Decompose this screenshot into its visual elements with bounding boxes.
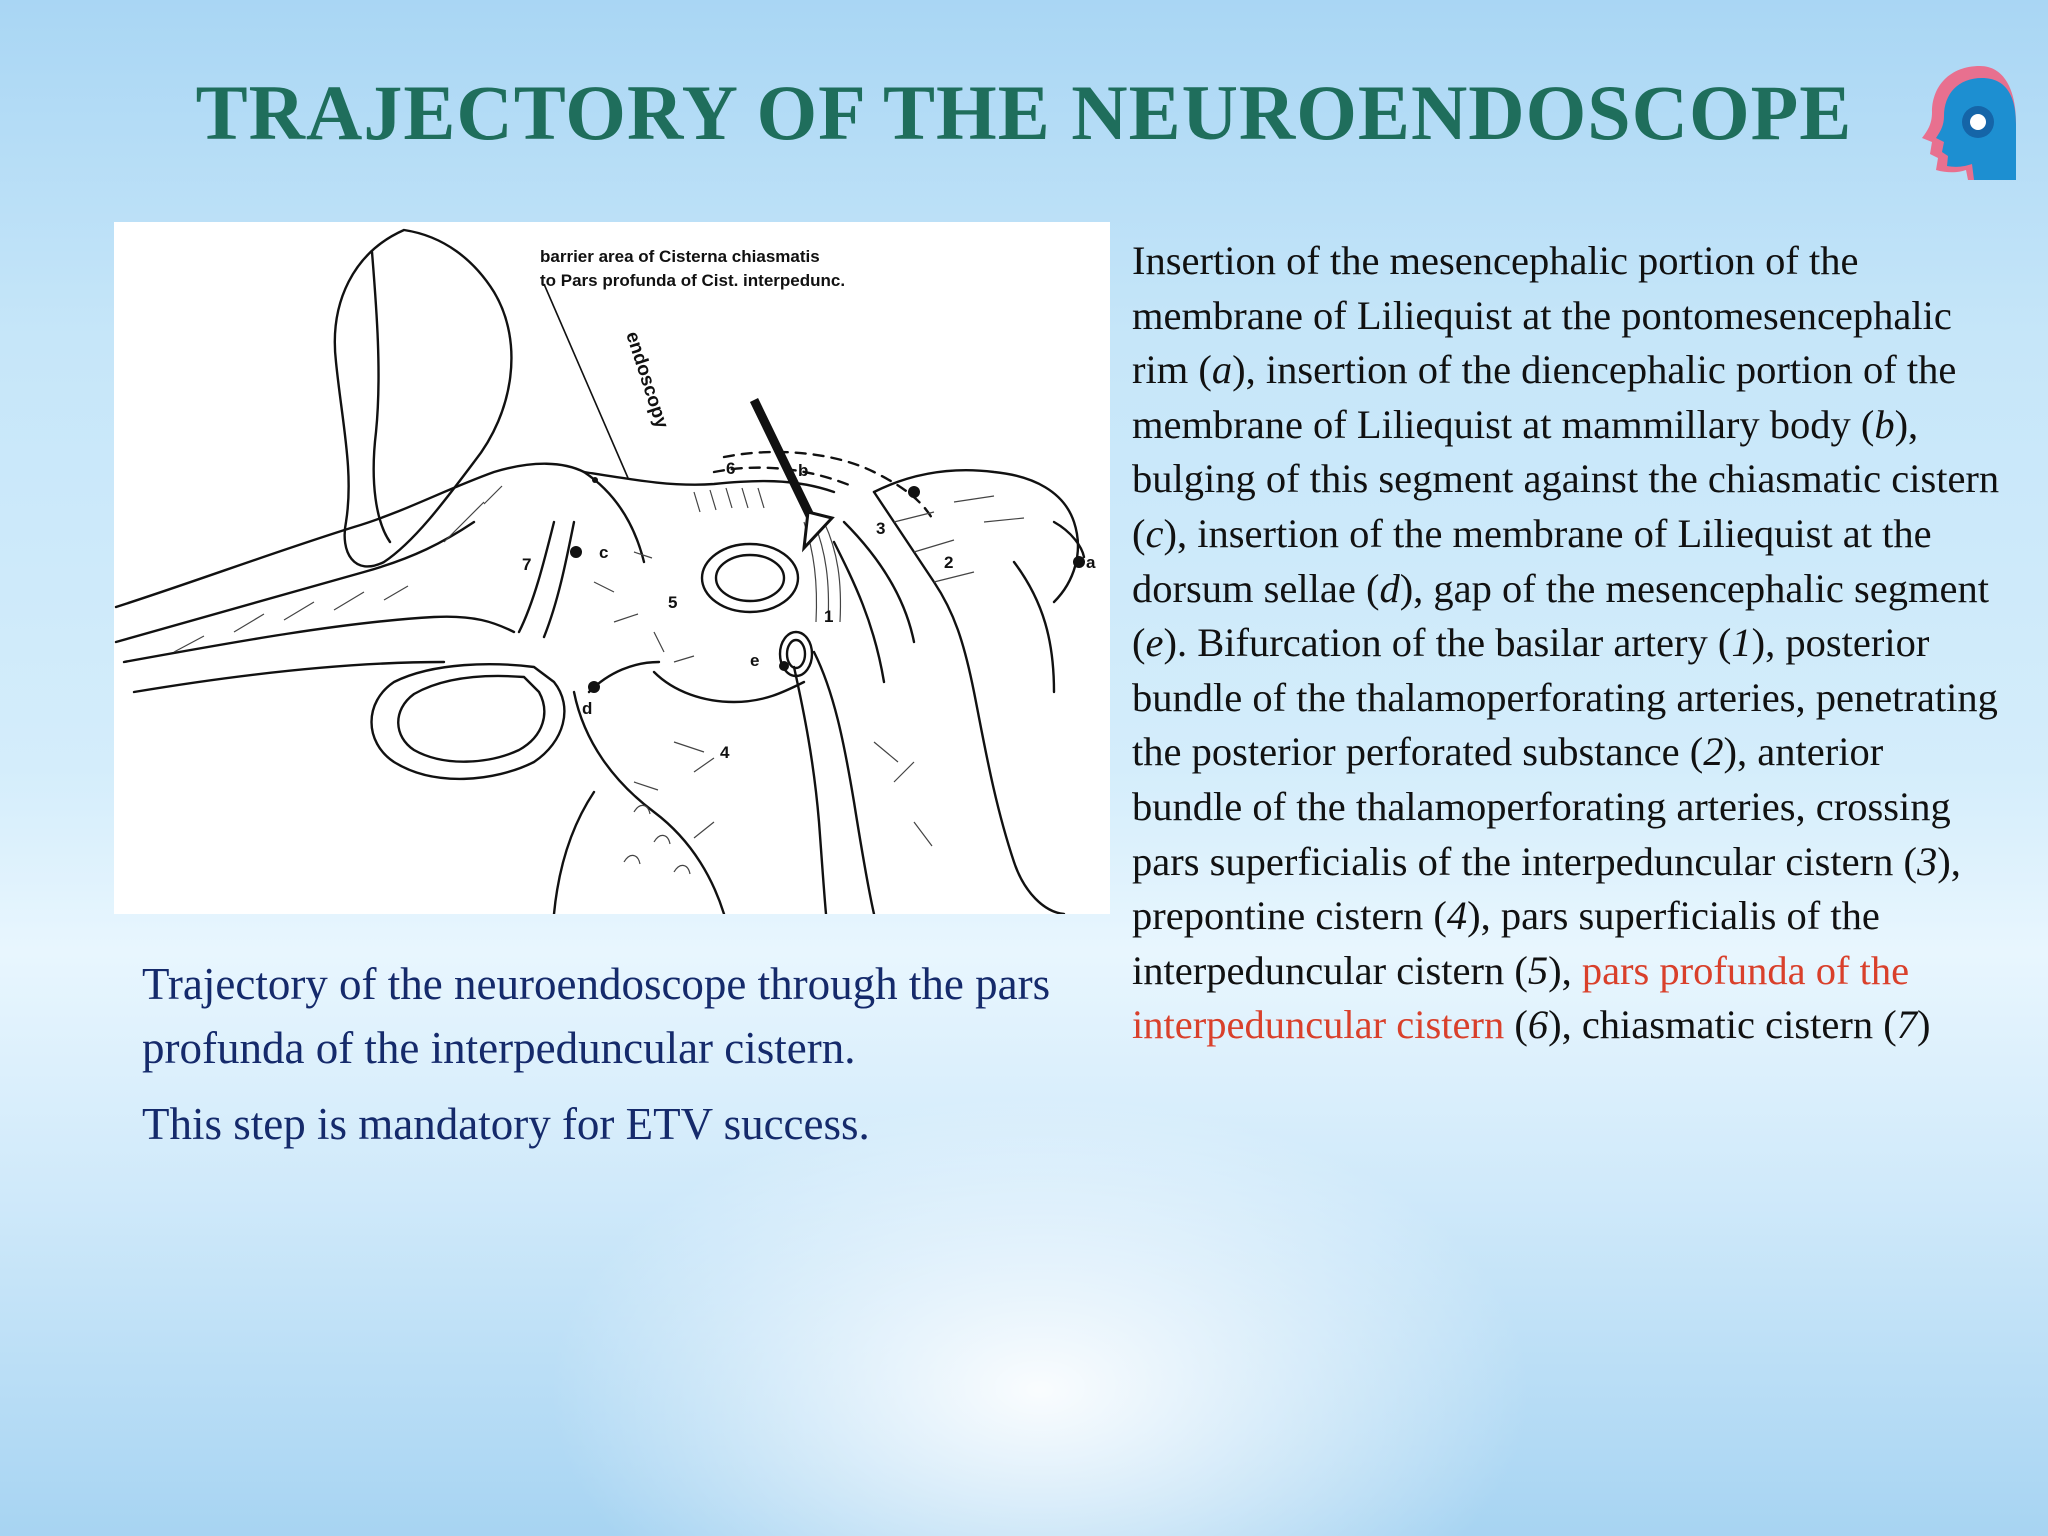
basilar-artery-outline: [812, 650, 876, 914]
marker-4: 4: [720, 743, 730, 762]
marker-6: 6: [726, 459, 735, 478]
barrier-label-line1: barrier area of Cisterna chiasmatis: [540, 247, 820, 266]
marker-1: 1: [824, 607, 833, 626]
marker-2: 2: [944, 553, 953, 572]
caption-line-2: This step is mandatory for ETV success.: [142, 1099, 870, 1149]
marker-a: a: [1086, 553, 1096, 572]
anatomy-diagram: barrier area of Cisterna chiasmatis to P…: [114, 222, 1110, 914]
marker-b: b: [798, 461, 808, 480]
marker-e: e: [750, 651, 759, 670]
marker-d: d: [582, 699, 592, 718]
endoscopy-label: endoscopy: [621, 329, 672, 431]
barrier-label-line2: to Pars profunda of Cist. interpedunc.: [540, 271, 845, 290]
marker-7: 7: [522, 555, 531, 574]
figure-caption: Trajectory of the neuroendoscope through…: [142, 952, 1102, 1156]
highlighted-term: pars profunda of the interpeduncular cis…: [1132, 947, 1910, 1048]
marker-c: c: [599, 543, 608, 562]
caption-line-1: Trajectory of the neuroendoscope through…: [142, 959, 1051, 1073]
endoscopy-arrow: [749, 398, 835, 553]
legend-description: Insertion of the mesencephalic portion o…: [1132, 238, 2000, 1048]
marker-3: 3: [876, 519, 885, 538]
frontal-lobe-outline: [333, 228, 513, 568]
slide-title: TRAJECTORY OF THE NEUROENDOSCOPE: [195, 69, 1853, 156]
mammillary-ring: [700, 542, 800, 614]
head-profile-logo-icon: [1920, 62, 2020, 180]
marker-5: 5: [668, 593, 677, 612]
